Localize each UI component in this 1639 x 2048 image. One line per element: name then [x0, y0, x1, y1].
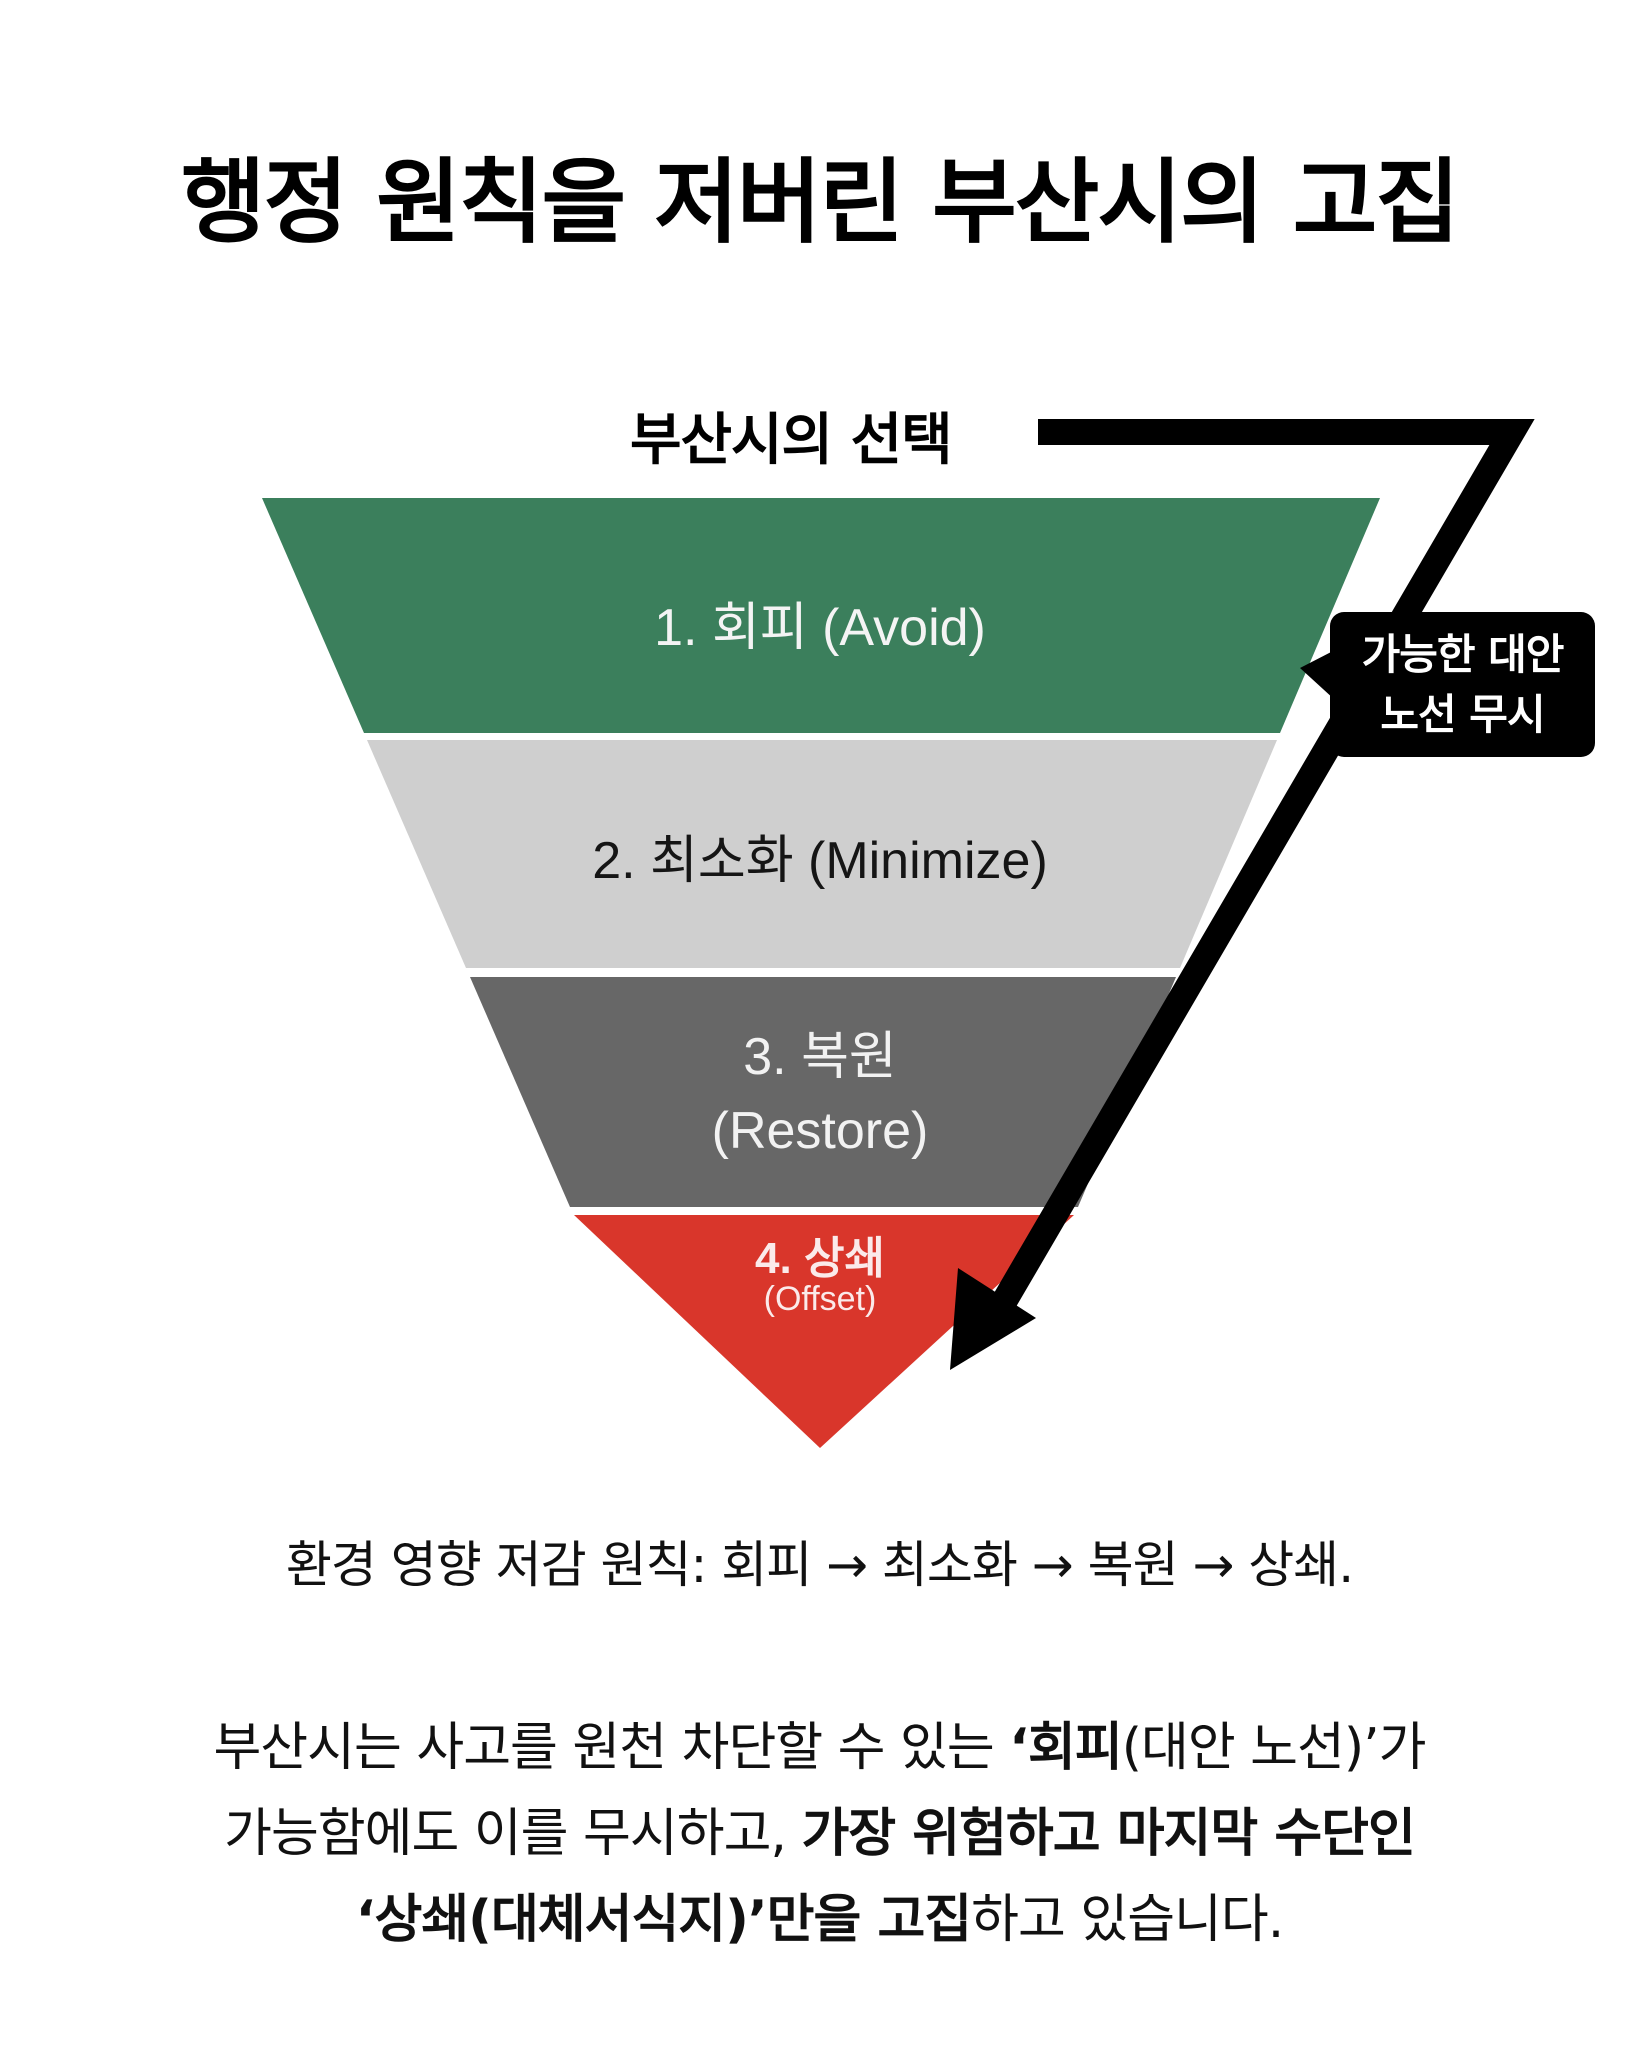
summary-text: (대안 노선)’가	[1121, 1718, 1427, 1778]
summary-text: 하고 있습니다.	[971, 1890, 1284, 1950]
band-label-restore: 3. 복원 (Restore)	[570, 1020, 1070, 1168]
band-label-offset-line1: 4. 상쇄	[755, 1234, 885, 1283]
band-restore	[470, 977, 1176, 1207]
summary-paragraph: 부산시는 사고를 원천 차단할 수 있는 ‘회피(대안 노선)’가 가능함에도 …	[60, 1705, 1579, 1963]
summary-bold: 가장 위험하고 마지막 수단인	[801, 1804, 1415, 1864]
summary-line-3: ‘상쇄(대체서식지)’만을 고집하고 있습니다.	[60, 1877, 1579, 1963]
callout-box	[1330, 612, 1595, 757]
page-title: 행정 원칙을 저버린 부산시의 고집	[180, 149, 1460, 256]
band-minimize	[367, 740, 1277, 968]
band-offset	[574, 1215, 1074, 1448]
summary-bold: ‘상쇄(대체서식지)’만을 고집	[355, 1890, 972, 1950]
principle-text: 환경 영향 저감 원칙: 회피 → 최소화 → 복원 → 상쇄.	[285, 1536, 1354, 1594]
arrow-line	[993, 419, 1535, 1307]
band-label-restore-line2: (Restore)	[711, 1102, 929, 1160]
summary-line-1: 부산시는 사고를 원천 차단할 수 있는 ‘회피(대안 노선)’가	[60, 1705, 1579, 1791]
summary-line-2: 가능함에도 이를 무시하고, 가장 위험하고 마지막 수단인	[60, 1791, 1579, 1877]
band-label-avoid: 1. 회피 (Avoid)	[654, 599, 986, 657]
callout-line1: 가능한 대안	[1361, 630, 1565, 679]
band-label-restore-line1: 3. 복원	[743, 1028, 897, 1086]
band-label-minimize: 2. 최소화 (Minimize)	[592, 832, 1048, 890]
callout-line2: 노선 무시	[1380, 690, 1545, 739]
callout-text: 가능한 대안 노선 무시	[1330, 625, 1595, 745]
band-label-offset-line2: (Offset)	[763, 1280, 877, 1318]
summary-bold: ‘회피	[1009, 1718, 1122, 1778]
callout-pointer	[1300, 650, 1335, 700]
summary-text: 부산시는 사고를 원천 차단할 수 있는	[213, 1718, 1010, 1778]
choice-label: 부산시의 선택	[630, 408, 953, 473]
arrow-head-icon	[950, 1268, 1036, 1370]
summary-text: 가능함에도 이를 무시하고,	[224, 1804, 802, 1864]
band-avoid	[262, 498, 1380, 733]
